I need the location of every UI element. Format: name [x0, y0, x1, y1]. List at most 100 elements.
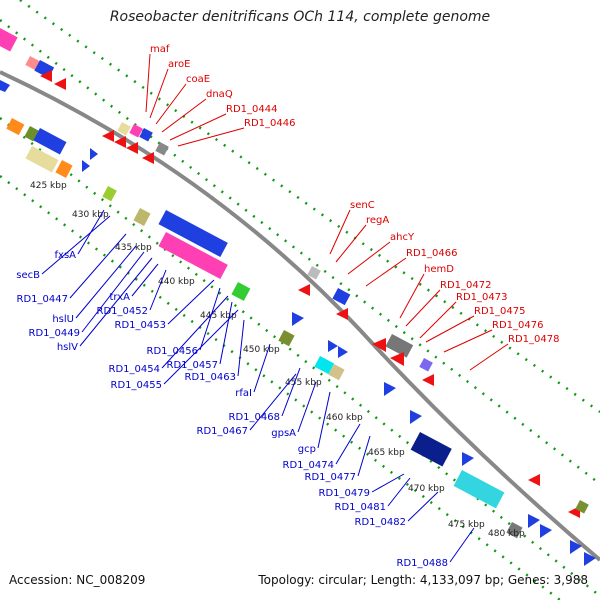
reverse-label-leader	[371, 473, 405, 493]
forward-gene-label: RD1_0472	[440, 280, 491, 291]
reverse-gene-label: RD1_0467	[197, 426, 248, 437]
gene-arrow	[90, 148, 98, 160]
forward-gene-label: RD1_0476	[492, 320, 543, 331]
forward-label-leader	[419, 301, 457, 339]
reverse-gene-label: RD1_0454	[109, 364, 160, 375]
forward-gene-label: senC	[350, 200, 375, 211]
reverse-label-leader	[449, 527, 475, 563]
reverse-label-leader	[41, 215, 111, 275]
gene-block	[231, 282, 251, 301]
forward-label-leader	[145, 53, 151, 113]
reverse-label-leader	[237, 319, 245, 377]
inner-track-ring	[0, 175, 561, 601]
gene-block	[139, 127, 153, 142]
gene-arrow	[462, 452, 474, 466]
forward-label-leader	[329, 209, 351, 255]
tick-label: 430 kbp	[72, 210, 109, 220]
forward-gene-label: ahcY	[390, 232, 415, 243]
forward-gene-label: RD1_0475	[474, 306, 525, 317]
reverse-gene-label: RD1_0477	[305, 472, 356, 483]
tick-label: 475 kbp	[448, 520, 485, 530]
tick-label: 440 kbp	[158, 277, 195, 287]
reverse-label-leader	[79, 257, 153, 347]
map-title: Roseobacter denitrificans OCh 114, compl…	[109, 9, 491, 25]
gene-block	[55, 159, 73, 178]
reverse-strand-genes	[0, 80, 596, 566]
gene-arrow	[422, 374, 434, 386]
forward-label-leader	[177, 127, 245, 147]
outer-dotted-ring	[0, 19, 600, 485]
reverse-label-leader	[335, 423, 361, 465]
gene-block	[307, 266, 321, 280]
tick-label: 425 kbp	[30, 181, 67, 191]
gene-arrow	[40, 70, 52, 82]
reverse-gene-label: hslV	[57, 342, 78, 353]
gene-arrow	[328, 340, 338, 352]
gene-arrow	[338, 346, 348, 358]
forward-gene-label: regA	[366, 215, 389, 226]
forward-gene-labels: mafaroEcoaEdnaQRD1_0444RD1_0446senCregAa…	[145, 44, 559, 371]
forward-label-leader	[335, 224, 367, 263]
reverse-gene-label: RD1_0468	[229, 412, 280, 423]
forward-gene-label: RD1_0444	[226, 104, 277, 115]
gene-arrow	[114, 136, 126, 148]
reverse-gene-label: RD1_0453	[115, 320, 166, 331]
gene-block	[133, 208, 151, 226]
forward-gene-label: aroE	[168, 59, 190, 70]
reverse-gene-label: secB	[16, 270, 40, 281]
forward-strand-genes	[0, 27, 589, 518]
gene-arrow	[390, 352, 404, 366]
gene-block	[506, 521, 523, 539]
gene-block	[453, 470, 505, 509]
reverse-label-leader	[407, 491, 439, 522]
reverse-label-leader	[149, 269, 167, 311]
accession-text: Accession: NC_008209	[9, 573, 146, 587]
reverse-label-leader	[163, 309, 239, 385]
reverse-gene-label: gcp	[298, 444, 316, 455]
reverse-label-leader	[281, 367, 301, 417]
reverse-label-leader	[253, 343, 271, 393]
gene-arrow	[336, 308, 348, 320]
reverse-label-leader	[387, 477, 411, 507]
forward-label-leader	[469, 343, 509, 371]
reverse-gene-label: RD1_0479	[319, 488, 370, 499]
forward-gene-label: RD1_0473	[456, 292, 507, 303]
gene-arrow	[298, 284, 310, 296]
gene-arrow	[372, 338, 386, 352]
gene-block	[102, 186, 117, 202]
forward-gene-label: maf	[150, 44, 170, 55]
forward-label-leader	[365, 257, 407, 287]
forward-label-leader	[425, 315, 475, 343]
reverse-label-leader	[249, 373, 297, 431]
reverse-gene-label: RD1_0488	[397, 558, 448, 569]
gene-arrow	[384, 382, 396, 396]
gene-arrow	[528, 474, 540, 486]
reverse-label-leader	[75, 245, 137, 319]
reverse-label-leader	[357, 435, 371, 477]
inner-dotted-ring	[0, 117, 600, 597]
gene-block	[575, 499, 589, 514]
gene-block	[314, 356, 335, 375]
reverse-label-leader	[317, 391, 331, 449]
reverse-gene-label: RD1_0457	[167, 360, 218, 371]
forward-gene-label: hemD	[424, 264, 454, 275]
genome-backbone	[0, 70, 600, 562]
tick-label: 465 kbp	[368, 448, 405, 458]
gene-block	[158, 210, 228, 257]
tick-label: 480 kbp	[488, 529, 525, 539]
reverse-gene-label: RD1_0449	[29, 328, 80, 339]
tick-label: 450 kbp	[243, 345, 280, 355]
forward-label-leader	[405, 289, 441, 327]
forward-gene-label: coaE	[186, 74, 210, 85]
reverse-gene-label: RD1_0455	[111, 380, 162, 391]
forward-label-leader	[443, 329, 493, 353]
reverse-gene-labels: fxsAsecBRD1_0447hslURD1_0449hslVtrxARD1_…	[16, 209, 475, 569]
reverse-label-leader	[167, 279, 215, 325]
gene-arrow	[54, 78, 66, 90]
gene-block	[6, 118, 25, 136]
gene-arrow	[126, 142, 138, 154]
gene-arrow	[82, 160, 90, 172]
